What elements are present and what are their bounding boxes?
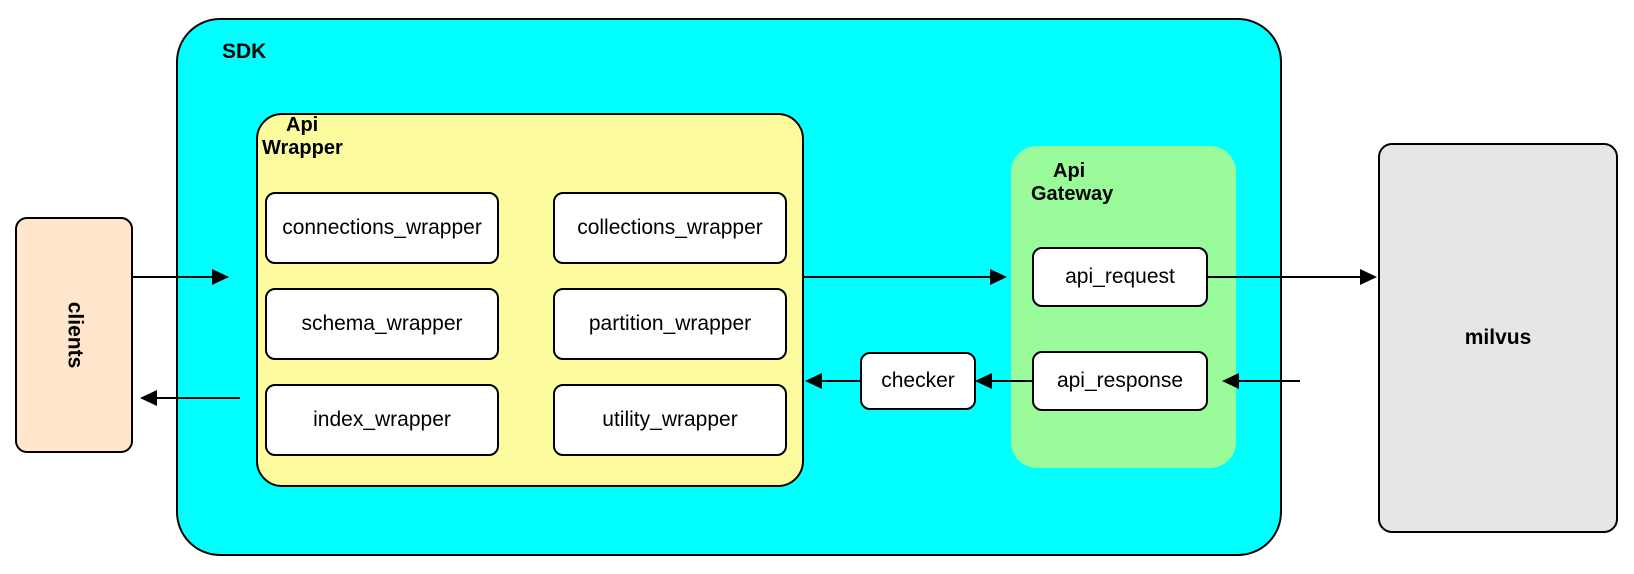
node-collections-wrapper[interactable]: collections_wrapper: [553, 192, 787, 264]
container-api-gateway-label: Api Gateway: [1031, 160, 1114, 206]
node-partition-wrapper-label: partition_wrapper: [588, 312, 752, 335]
node-checker[interactable]: checker: [860, 352, 976, 410]
node-connections-wrapper-label: connections_wrapper: [282, 216, 482, 239]
arrow-left-icon: [1222, 373, 1239, 389]
arrow-left-icon: [140, 390, 157, 406]
node-index-wrapper-label: index_wrapper: [313, 408, 451, 431]
edge-milvus-to-response: [1232, 380, 1300, 382]
node-clients[interactable]: clients: [15, 217, 133, 453]
node-api-response-label: api_response: [1056, 369, 1184, 392]
edge-response-to-checker: [985, 380, 1032, 382]
node-api-response[interactable]: api_response: [1032, 351, 1208, 411]
node-utility-wrapper[interactable]: utility_wrapper: [553, 384, 787, 456]
arrow-left-icon: [975, 373, 992, 389]
edge-sdk-to-clients: [152, 397, 240, 399]
node-schema-wrapper[interactable]: schema_wrapper: [265, 288, 499, 360]
edge-request-to-milvus: [1208, 276, 1367, 278]
node-connections-wrapper[interactable]: connections_wrapper: [265, 192, 499, 264]
arrow-left-icon: [805, 373, 822, 389]
node-milvus-label: milvus: [1464, 326, 1532, 349]
node-api-request[interactable]: api_request: [1032, 247, 1208, 307]
node-index-wrapper[interactable]: index_wrapper: [265, 384, 499, 456]
edge-wrapper-to-gateway: [803, 276, 1003, 278]
edge-clients-to-sdk: [133, 276, 228, 278]
container-api-gateway[interactable]: [1011, 146, 1236, 468]
node-utility-wrapper-label: utility_wrapper: [602, 408, 738, 431]
edge-checker-to-wrapper: [816, 380, 862, 382]
arrow-right-icon: [990, 269, 1007, 285]
node-api-request-label: api_request: [1065, 265, 1175, 288]
node-milvus[interactable]: milvus: [1378, 143, 1618, 533]
node-clients-label: clients: [63, 301, 86, 369]
node-schema-wrapper-label: schema_wrapper: [301, 312, 463, 335]
arrow-right-icon: [212, 269, 229, 285]
node-checker-label: checker: [881, 369, 955, 392]
container-sdk-label: SDK: [222, 40, 267, 63]
node-collections-wrapper-label: collections_wrapper: [577, 216, 763, 239]
node-partition-wrapper[interactable]: partition_wrapper: [553, 288, 787, 360]
container-api-wrapper-label: Api Wrapper: [262, 114, 343, 160]
arrow-right-icon: [1360, 269, 1377, 285]
